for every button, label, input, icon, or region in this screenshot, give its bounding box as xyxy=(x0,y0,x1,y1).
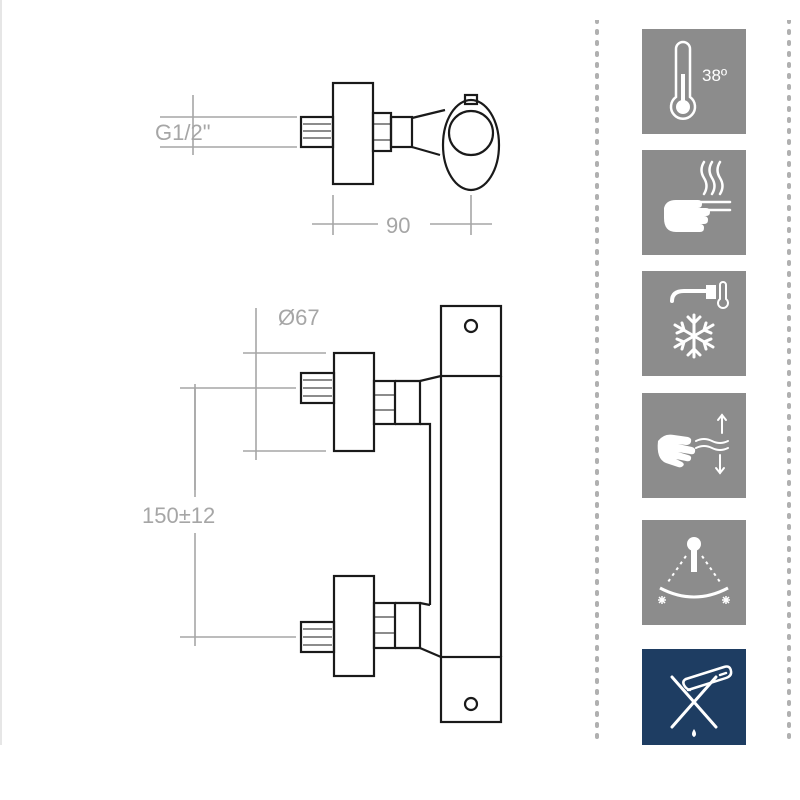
top-view xyxy=(299,81,501,192)
width-dimension-label: 90 xyxy=(386,213,410,238)
dotted-separator-left xyxy=(595,20,599,745)
thermometer-tile: 38º xyxy=(642,29,746,134)
shower-temp-tile xyxy=(642,520,746,625)
no-limescale-icon xyxy=(670,665,733,737)
cold-water-tile xyxy=(642,271,746,376)
shower-temperature-icon xyxy=(658,537,730,604)
diameter-label: Ø67 xyxy=(278,305,320,330)
hot-surface-hand-icon xyxy=(664,160,732,232)
front-view xyxy=(299,304,503,724)
hot-surface-tile xyxy=(642,150,746,255)
cold-water-faucet-icon xyxy=(670,281,729,359)
thermometer-icon: 38º xyxy=(669,40,727,120)
hands-flow-tile xyxy=(642,393,746,498)
thread-size-label: G1/2" xyxy=(155,120,211,145)
front-dimensions xyxy=(180,308,326,646)
hands-flow-icon xyxy=(657,413,729,475)
top-dimensions xyxy=(160,95,492,235)
spacing-label: 150±12 xyxy=(142,503,215,528)
no-limescale-tile xyxy=(642,649,746,745)
dotted-separator-right xyxy=(787,20,791,745)
spacing-label-mask xyxy=(140,497,250,533)
temperature-label: 38º xyxy=(702,66,727,85)
